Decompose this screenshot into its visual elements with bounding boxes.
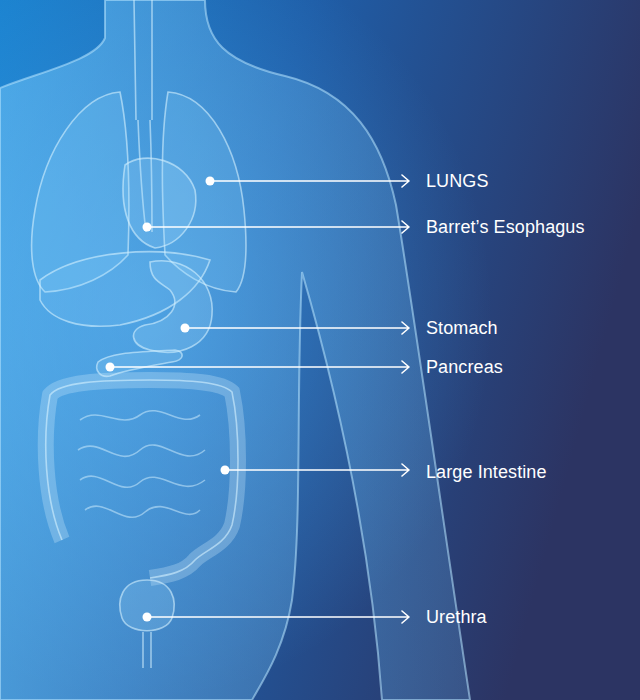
stomach bbox=[134, 261, 213, 352]
organs bbox=[32, 0, 246, 668]
organ-label: Urethra bbox=[426, 606, 487, 628]
leader-line bbox=[110, 361, 409, 373]
organ-label: Large Intestine bbox=[426, 461, 547, 483]
large-intestine-outline bbox=[46, 380, 238, 578]
body-silhouette bbox=[0, 0, 470, 700]
urethra-tube bbox=[143, 632, 151, 668]
organ-label: Pancreas bbox=[426, 356, 503, 378]
leader-dot bbox=[181, 324, 190, 333]
leader-line bbox=[185, 322, 409, 334]
leader-line bbox=[147, 611, 409, 623]
leader-dot bbox=[143, 613, 152, 622]
organ-label: LUNGS bbox=[426, 170, 489, 192]
leader-dot bbox=[106, 363, 115, 372]
organ-label: Barret’s Esophagus bbox=[426, 216, 585, 238]
leader-dot bbox=[143, 223, 152, 232]
organ-label: Stomach bbox=[426, 317, 498, 339]
small-intestine bbox=[78, 411, 205, 518]
leader-lines bbox=[110, 175, 409, 623]
leader-line bbox=[225, 464, 409, 476]
leader-line bbox=[210, 175, 409, 187]
bladder bbox=[120, 580, 174, 631]
leader-dot bbox=[221, 466, 230, 475]
large-intestine bbox=[46, 380, 238, 578]
leader-dots bbox=[106, 177, 230, 622]
trachea bbox=[134, 0, 152, 120]
leader-line bbox=[147, 221, 409, 233]
leader-dot bbox=[206, 177, 215, 186]
heart bbox=[123, 158, 196, 248]
